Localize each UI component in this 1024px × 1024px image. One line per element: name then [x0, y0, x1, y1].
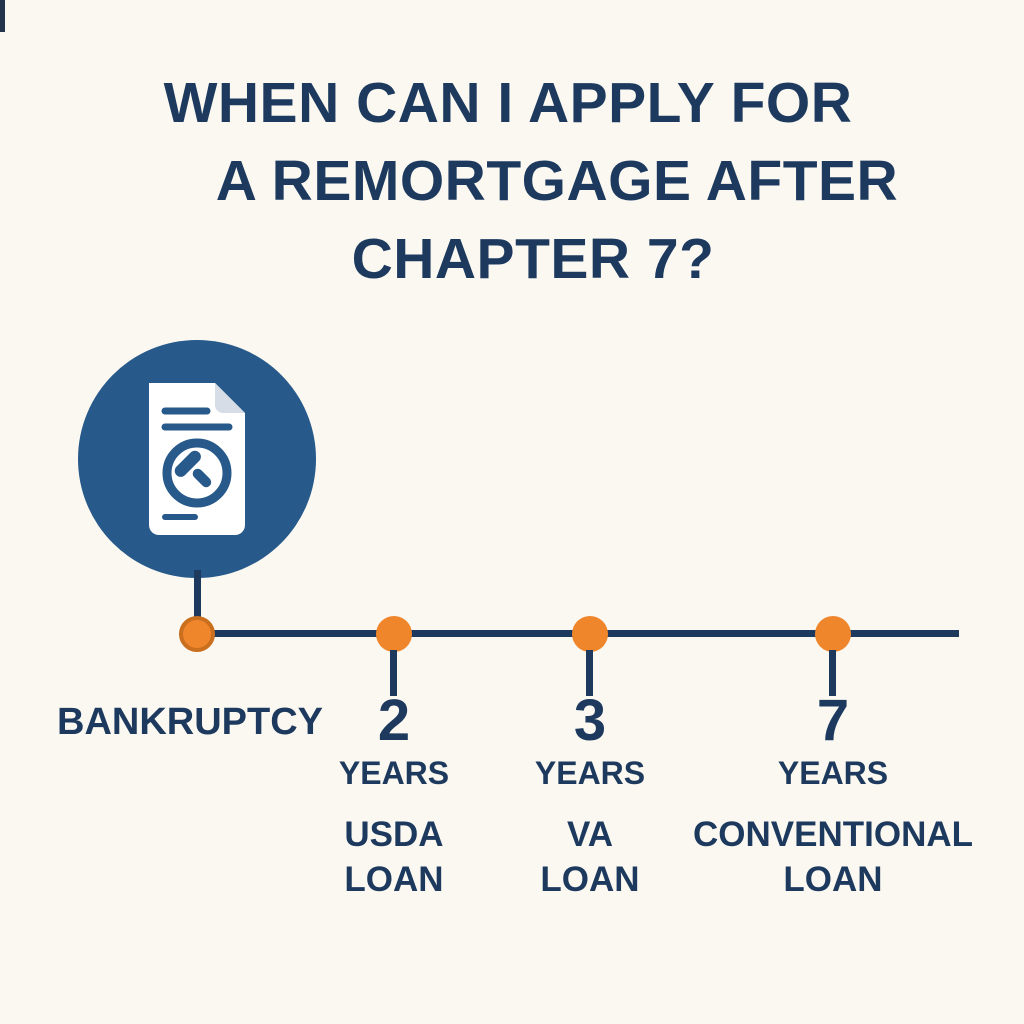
gavel-icon: [174, 450, 212, 488]
loan-name-line: LOAN: [540, 860, 640, 899]
loan-label: CONVENTIONAL LOAN: [663, 812, 1003, 902]
loan-name-line: VA: [566, 815, 614, 854]
bankruptcy-label: BANKRUPTCY: [57, 701, 323, 743]
document-fold: [215, 383, 245, 413]
loan-label: VA LOAN: [490, 812, 690, 902]
title-line-3: CHAPTER 7?: [351, 227, 715, 291]
bankruptcy-icon-circle: [78, 340, 316, 578]
milestone-unit: YEARS: [338, 755, 450, 791]
timeline-tick-2-years: [390, 650, 397, 696]
milestone-2-years: 2 YEARS USDA LOAN: [294, 692, 494, 902]
page-title: WHEN CAN I APPLY FOR A REMORTGAGE AFTER …: [0, 64, 1024, 298]
loan-name-line: LOAN: [783, 860, 883, 899]
milestone-number: 3: [573, 688, 607, 753]
timeline-dot-7-years: [815, 616, 851, 652]
loan-label: USDA LOAN: [294, 812, 494, 902]
corner-artifact: [0, 0, 5, 32]
title-line-1: WHEN CAN I APPLY FOR: [163, 71, 853, 135]
timeline-tick-3-years: [586, 650, 593, 696]
timeline-dot-bankruptcy: [179, 616, 215, 652]
timeline-tick-7-years: [829, 650, 836, 696]
loan-name-line: CONVENTIONAL: [693, 815, 973, 854]
loan-name-line: LOAN: [344, 860, 444, 899]
milestone-unit: YEARS: [777, 755, 889, 791]
timeline-dot-2-years: [376, 616, 412, 652]
title-line-2: A REMORTGAGE AFTER: [215, 149, 899, 213]
loan-name-line: USDA: [344, 815, 444, 854]
milestone-number: 2: [377, 688, 411, 753]
timeline-connector: [194, 570, 201, 635]
milestone-3-years: 3 YEARS VA LOAN: [490, 692, 690, 902]
document-with-gavel-icon: [149, 383, 245, 535]
milestone-unit: YEARS: [534, 755, 646, 791]
milestone-number: 7: [816, 688, 850, 753]
timeline-dot-3-years: [572, 616, 608, 652]
milestone-7-years: 7 YEARS CONVENTIONAL LOAN: [663, 692, 1003, 902]
